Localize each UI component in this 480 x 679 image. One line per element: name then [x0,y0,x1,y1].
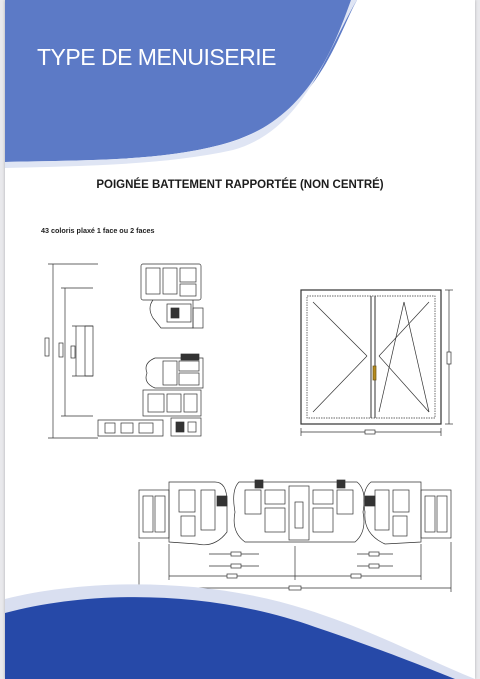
footer-banner [5,584,475,679]
document-page: TYPE DE MENUISERIE POIGNÉE BATTEMENT RAP… [5,0,475,679]
horizontal-section-drawing [138,479,452,592]
vertical-section-drawing [44,263,204,439]
window-elevation-drawing [300,289,453,436]
header-banner [5,0,357,168]
page-title: TYPE DE MENUISERIE [37,44,276,70]
section-subtitle: POIGNÉE BATTEMENT RAPPORTÉE (NON CENTRÉ) [96,179,384,191]
color-options-note: 43 coloris plaxé 1 face ou 2 faces [41,226,155,235]
